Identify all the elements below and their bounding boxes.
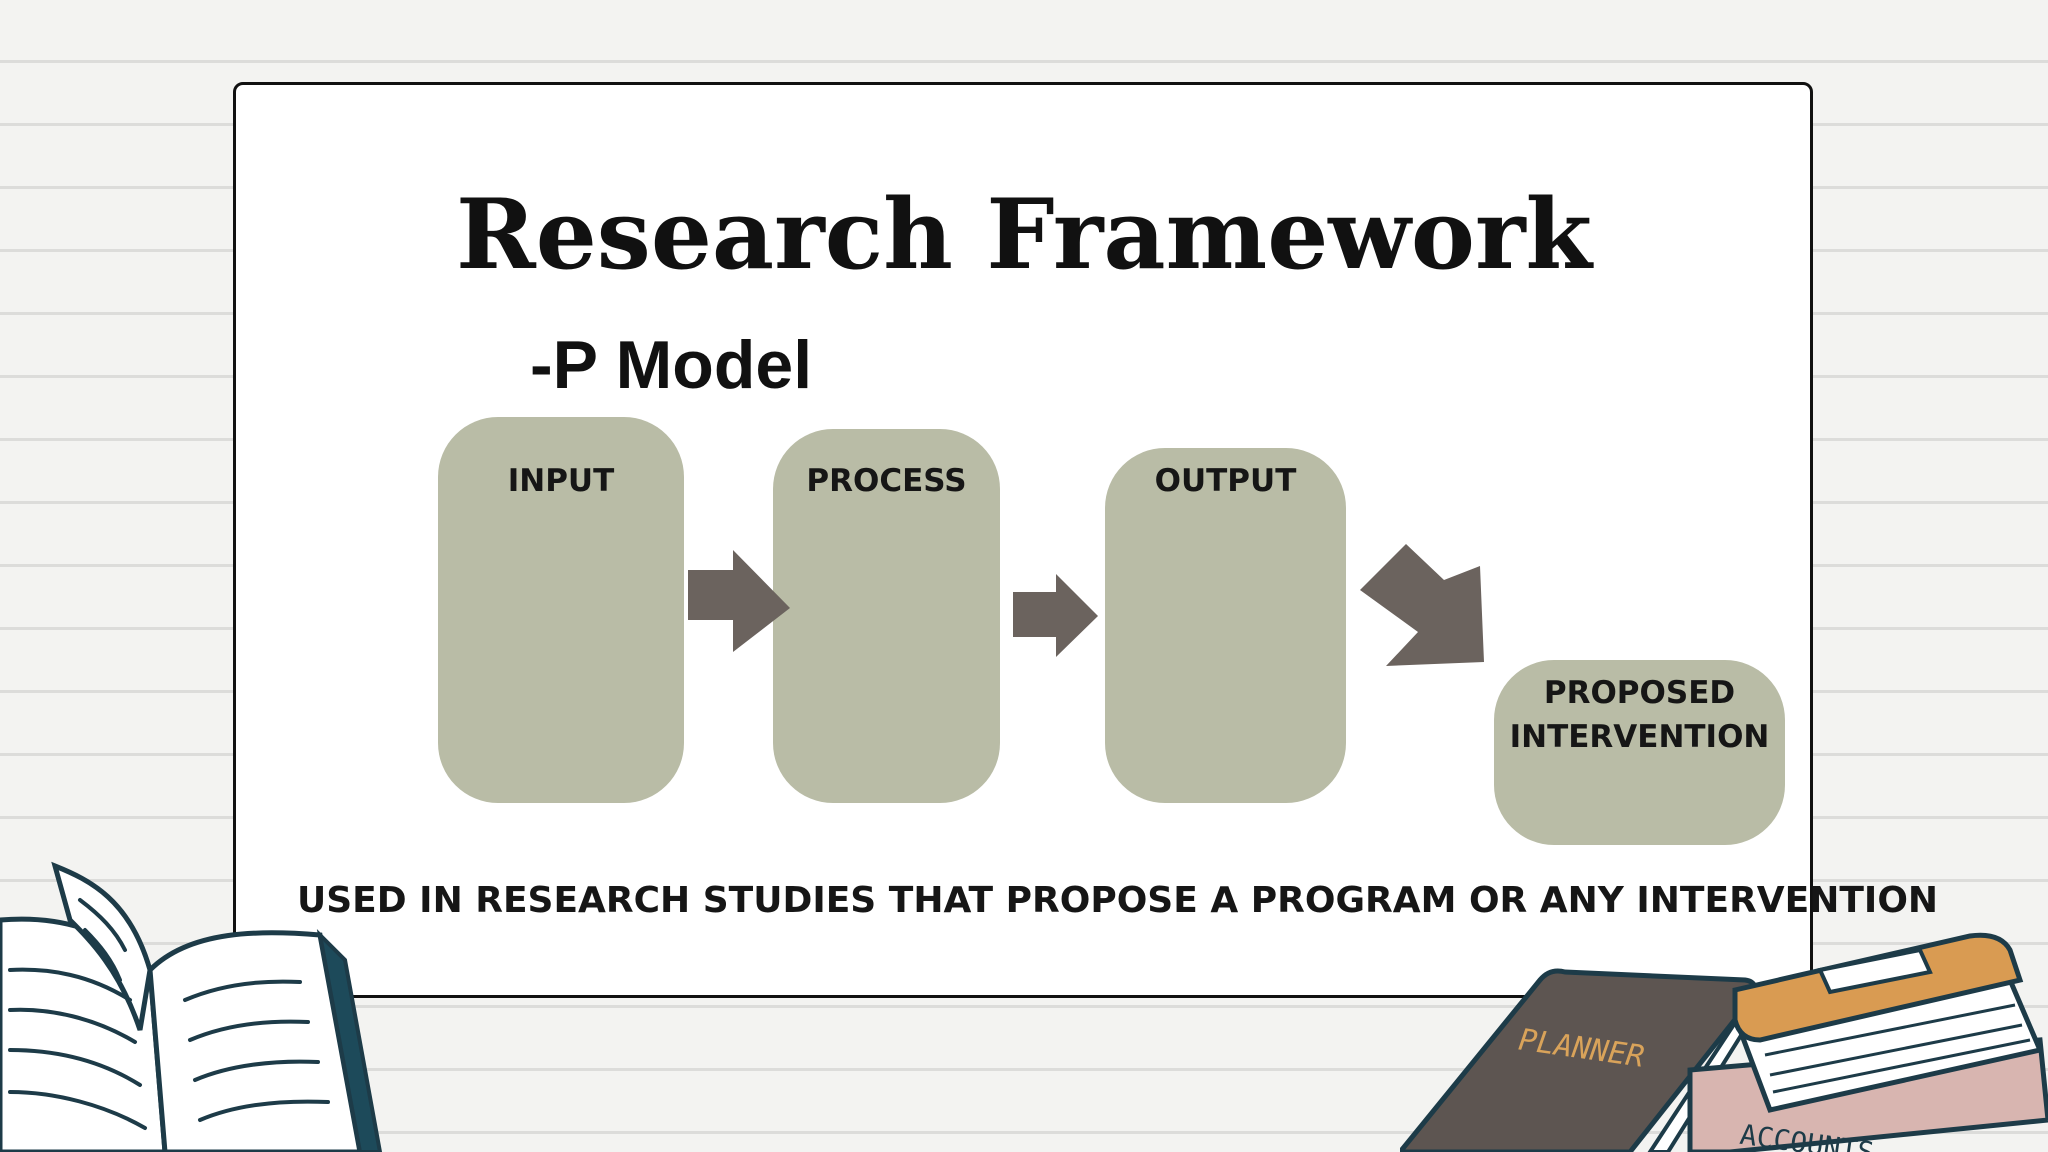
intervention-label: INTERVENTION [1509, 719, 1770, 755]
proposed-intervention-box: PROPOSED INTERVENTION [1494, 660, 1785, 845]
process-box: PROCESS [773, 429, 1000, 803]
book-stack-illustration: PLANNER ACCOUNTS [1400, 932, 2048, 1152]
process-label: PROCESS [806, 463, 967, 499]
output-label: OUTPUT [1154, 463, 1297, 499]
input-box: INPUT [438, 417, 684, 803]
arrow-output-to-intervention [1360, 544, 1484, 666]
arrow-process-to-output [1013, 574, 1098, 657]
arrow-input-to-process [688, 550, 790, 652]
slide-title: Research Framework [455, 178, 1593, 291]
input-label: INPUT [507, 463, 615, 499]
output-box: OUTPUT [1105, 448, 1346, 803]
model-subtitle: -P Model [530, 327, 813, 403]
proposed-label: PROPOSED [1543, 675, 1736, 711]
open-book-illustration [0, 861, 383, 1152]
framework-description: USED IN RESEARCH STUDIES THAT PROPOSE A … [297, 880, 1939, 921]
